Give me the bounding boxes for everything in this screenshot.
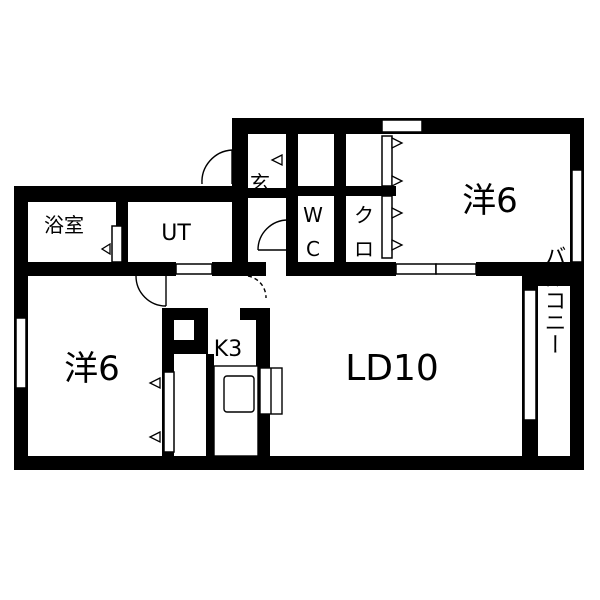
exterior-walls: [14, 118, 584, 470]
room-bedroom-w-label: 洋6: [64, 349, 120, 389]
room-entrance-label: 玄: [250, 171, 270, 195]
window-balcony-door: [523, 289, 537, 421]
room-bedroom-ne-label: 洋6: [462, 181, 518, 221]
kitchen-fixtures: [213, 365, 283, 457]
window-west: [15, 317, 27, 389]
room-balcony-label: バルコニー: [541, 245, 566, 355]
window-ne: [571, 169, 583, 263]
room-utility-label: UT: [161, 221, 191, 246]
room-labels: 浴室 UT 玄 W C ク ロ 洋6 洋6 K3 LD10 バルコニー: [44, 171, 566, 389]
room-wc-label-top: W: [303, 203, 323, 227]
interior-walls: [14, 118, 584, 470]
swing-doors: [135, 149, 289, 307]
room-living-label: LD10: [345, 348, 439, 389]
sliding-doors: [111, 135, 477, 453]
room-kitchen-label: K3: [214, 337, 242, 362]
room-closet-label-top: ク: [354, 203, 374, 227]
kitchen-sink: [223, 375, 255, 413]
closet-markers: [100, 136, 404, 444]
windows: [15, 119, 583, 421]
room-wc-label-bottom: C: [306, 237, 320, 261]
room-bath-label: 浴室: [44, 213, 84, 237]
room-closet-label-bottom: ロ: [354, 237, 374, 261]
window-north: [381, 119, 423, 133]
